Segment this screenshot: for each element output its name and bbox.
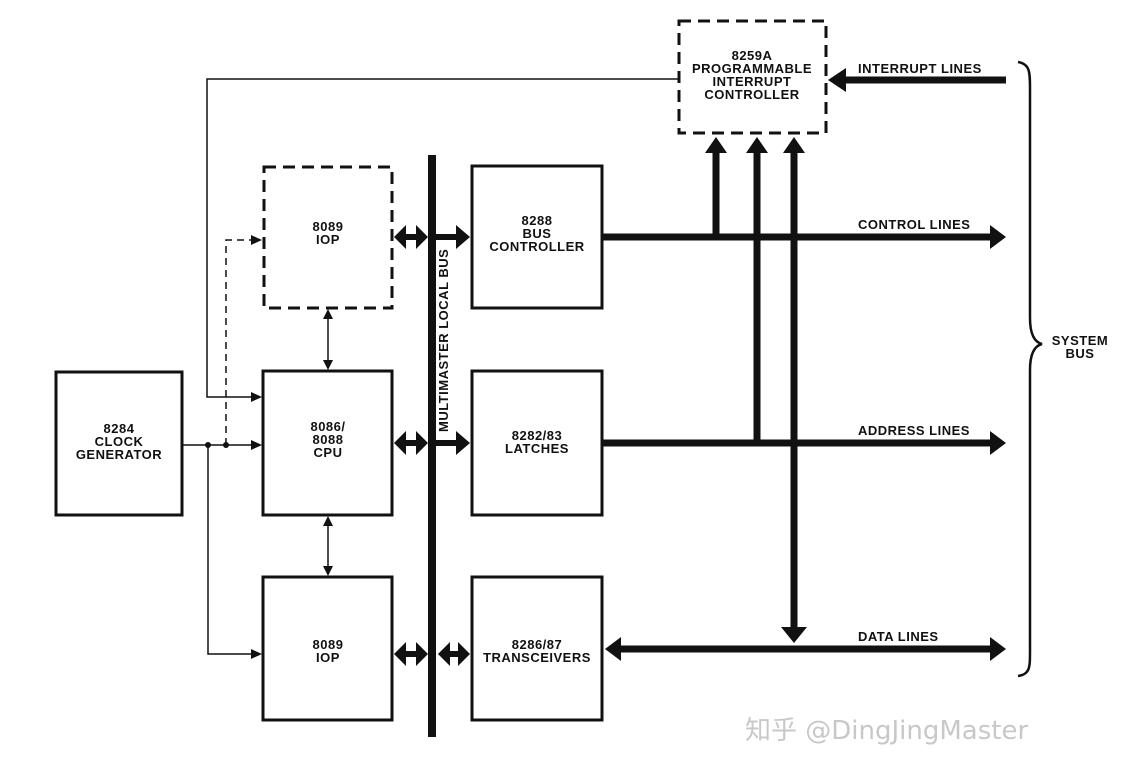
control-lines-label: CONTROL LINES <box>858 217 970 232</box>
address-lines: ADDRESS LINES <box>602 423 1006 455</box>
iop-bottom-line-2: IOP <box>316 650 340 665</box>
bus-controller-line-2: BUS <box>523 226 552 241</box>
local-bus-label: MULTIMASTER LOCAL BUS <box>436 249 451 432</box>
data-lines-label: DATA LINES <box>858 629 939 644</box>
clock-generator-line-2: CLOCK <box>95 434 144 449</box>
transceivers-line-1: 8286/87 <box>512 637 563 652</box>
clock-generator-line-1: 8284 <box>104 421 135 436</box>
transceivers-line-2: TRANSCEIVERS <box>483 650 591 665</box>
local-bus-connectors <box>394 225 470 666</box>
latches-line-1: 8282/83 <box>512 428 563 443</box>
data-lines: DATA LINES <box>605 629 1006 661</box>
interrupt-lines-label: INTERRUPT LINES <box>858 61 982 76</box>
control-lines: CONTROL LINES <box>602 217 1006 249</box>
cpu-line-1: 8086/ <box>310 419 345 434</box>
bus-controller-line-1: 8288 <box>522 213 553 228</box>
watermark: 知乎 @DingJingMaster <box>745 716 1028 746</box>
iop-top-line-1: 8089 <box>313 219 344 234</box>
interrupt-controller-line-1: 8259A <box>732 48 773 63</box>
clock-generator-line-3: GENERATOR <box>76 447 162 462</box>
system-bus-line-2: BUS <box>1066 346 1095 361</box>
interrupt-lines: INTERRUPT LINES <box>828 61 1006 92</box>
address-lines-label: ADDRESS LINES <box>858 423 970 438</box>
latches-line-2: LATCHES <box>505 441 569 456</box>
multimaster-local-bus: MULTIMASTER LOCAL BUS <box>428 155 451 737</box>
system-bus-line-1: SYSTEM <box>1052 333 1108 348</box>
interrupt-controller-line-4: CONTROLLER <box>704 87 799 102</box>
cpu-line-2: 8088 <box>313 432 344 447</box>
interrupt-controller-taps <box>705 137 807 643</box>
interrupt-request-line <box>206 78 679 402</box>
interrupt-controller-line-3: INTERRUPT <box>713 74 792 89</box>
cpu-line-3: CPU <box>314 445 343 460</box>
iop-top-line-2: IOP <box>316 232 340 247</box>
interrupt-controller-line-2: PROGRAMMABLE <box>692 61 812 76</box>
bus-controller-line-3: CONTROLLER <box>489 239 584 254</box>
clock-wiring <box>182 235 262 659</box>
iop-bottom-line-1: 8089 <box>313 637 344 652</box>
cpu-iop-links <box>323 309 333 576</box>
